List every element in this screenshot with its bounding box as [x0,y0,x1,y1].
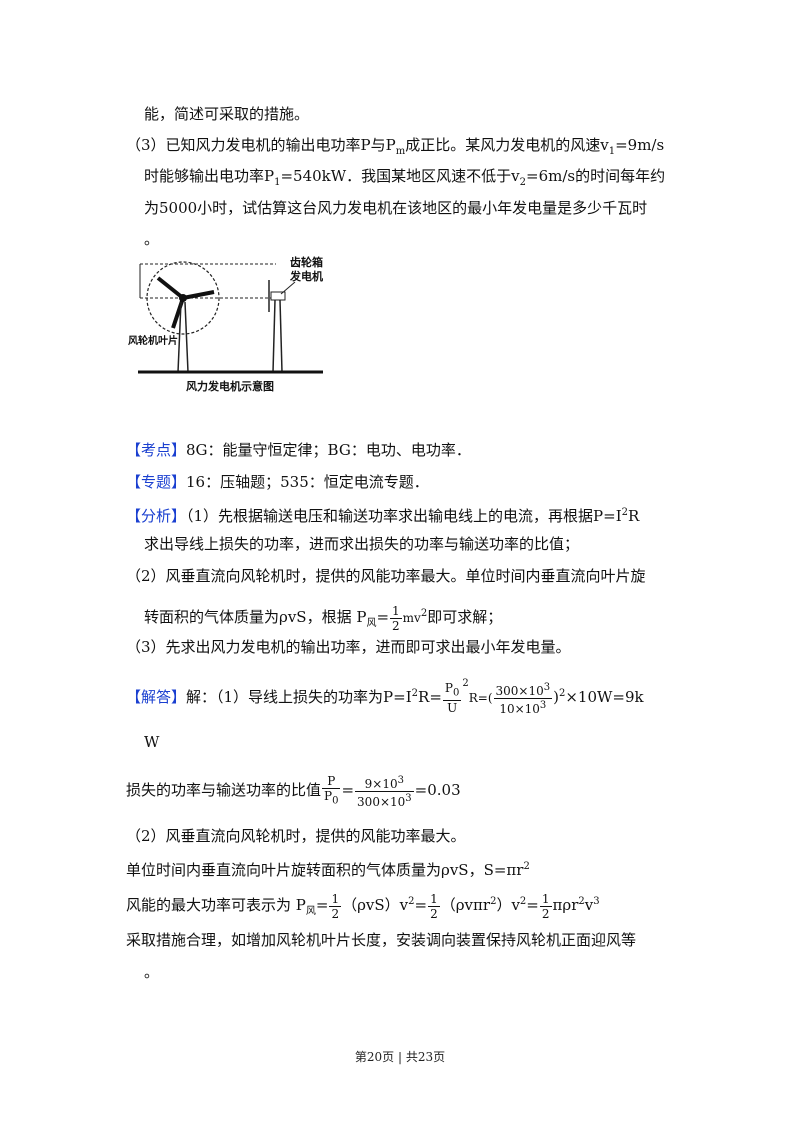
question-3-line-3: 为5000小时，试估算这台风力发电机在该地区的最小年发电量是多少千瓦时 [144,199,648,217]
figure-caption: 风力发电机示意图 [186,379,274,393]
blade-label: 风轮机叶片 [128,334,178,347]
wind-turbine-diagram: 齿轮箱 发电机 风轮机叶片 风力发电机示意图 [128,255,323,393]
generator-label: 发电机 [289,269,323,283]
fenxi-line-2: 求出导线上损失的功率，进而求出损失的功率与输送功率的比值； [144,535,580,553]
kaodian-line: 【考点】8G：能量守恒定律；BG：电功、电功率． [126,441,471,459]
jieda-line-5: 单位时间内垂直流向叶片旋转面积的气体质量为ρvS，S=πr2 [126,861,530,879]
fenxi-line-1: 【分析】（1）先根据输送电压和输送功率求出输电线上的电流，再根据P=I2R [126,507,640,525]
jieda-line-7: 采取措施合理，如增加风轮机叶片长度，安装调向装置保持风轮机正面迎风等 [126,931,637,949]
fenxi-line-5: （3）先求出风力发电机的输出功率，进而即可求出最小年发电量。 [126,638,571,656]
question-3-line-4: 。 [144,230,160,248]
zhuanti-line: 【专题】16：压轴题；535：恒定电流专题． [126,473,429,491]
question-3-line-1: （3）已知风力发电机的输出电功率P与Pm成正比。某风力发电机的风速v1=9m/s [126,136,665,157]
text-line: 能，简述可采取的措施。 [144,105,310,123]
page-footer: 第20页 | 共23页 [354,1050,446,1064]
jieda-line-4: （2）风垂直流向风轮机时，提供的风能功率最大。 [126,827,466,845]
fenxi-line-3: （2）风垂直流向风轮机时，提供的风能功率最大。单位时间内垂直流向叶片旋 [126,567,646,585]
gearbox-label: 齿轮箱 [290,255,323,269]
jieda-line-8: 。 [144,963,160,981]
question-3-line-2: 时能够输出电功率P1=540kW．我国某地区风速不低于v2=6m/s的时间每年约 [144,167,666,188]
jieda-line-2: W [144,733,160,751]
